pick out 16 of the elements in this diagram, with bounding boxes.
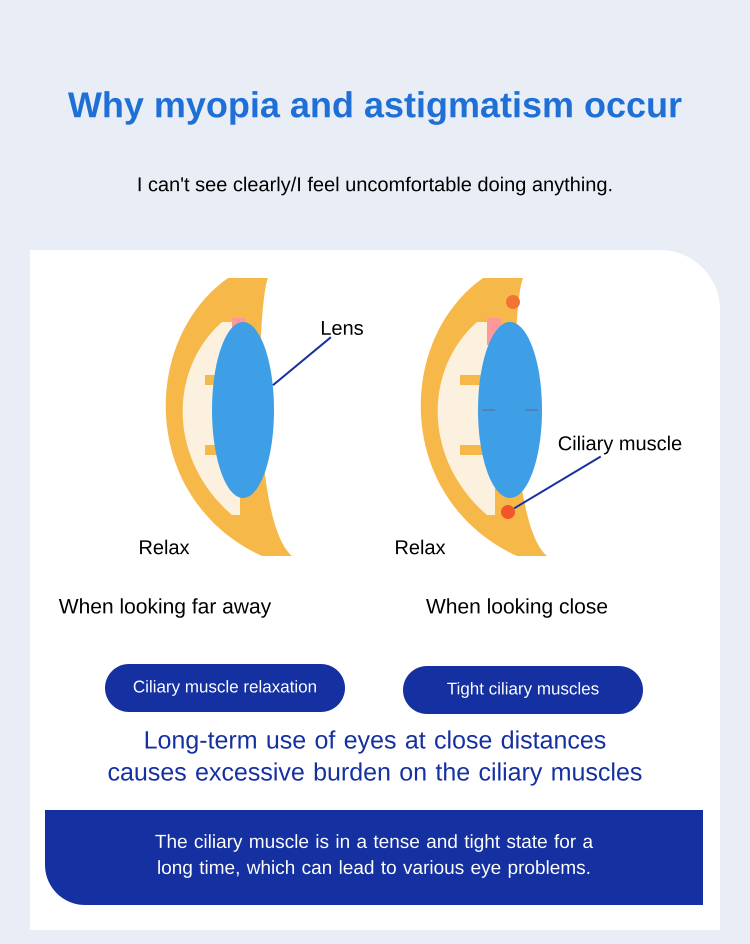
callout-label: Lens (322, 321, 363, 335)
muscle-spot (501, 505, 515, 519)
subtitle: I can't see clearly/I feel uncomfortable doing anything. (138, 176, 612, 196)
note-text: Long-term use of eyes at close distances causes excessive burden on the ciliary muscles (108, 730, 642, 786)
pill-badge: Ciliary muscle relaxation (105, 664, 345, 712)
caption-text: When looking far away (58, 598, 272, 618)
pill-badge: Tight ciliary muscles (403, 666, 643, 714)
caption-text: Relax (396, 540, 446, 554)
caption-text: When looking close (426, 598, 608, 618)
caption-text: Relax (140, 540, 190, 554)
lens-shape (212, 322, 274, 498)
callout-label: Ciliary muscle (558, 436, 682, 454)
banner: The ciliary muscle is in a tense and tight state for a long time, which can lead to various eye problems. (45, 810, 703, 905)
leader-line (272, 336, 332, 386)
leader-line (514, 456, 602, 510)
title: Why myopia and astigmatism occur (68, 91, 682, 125)
